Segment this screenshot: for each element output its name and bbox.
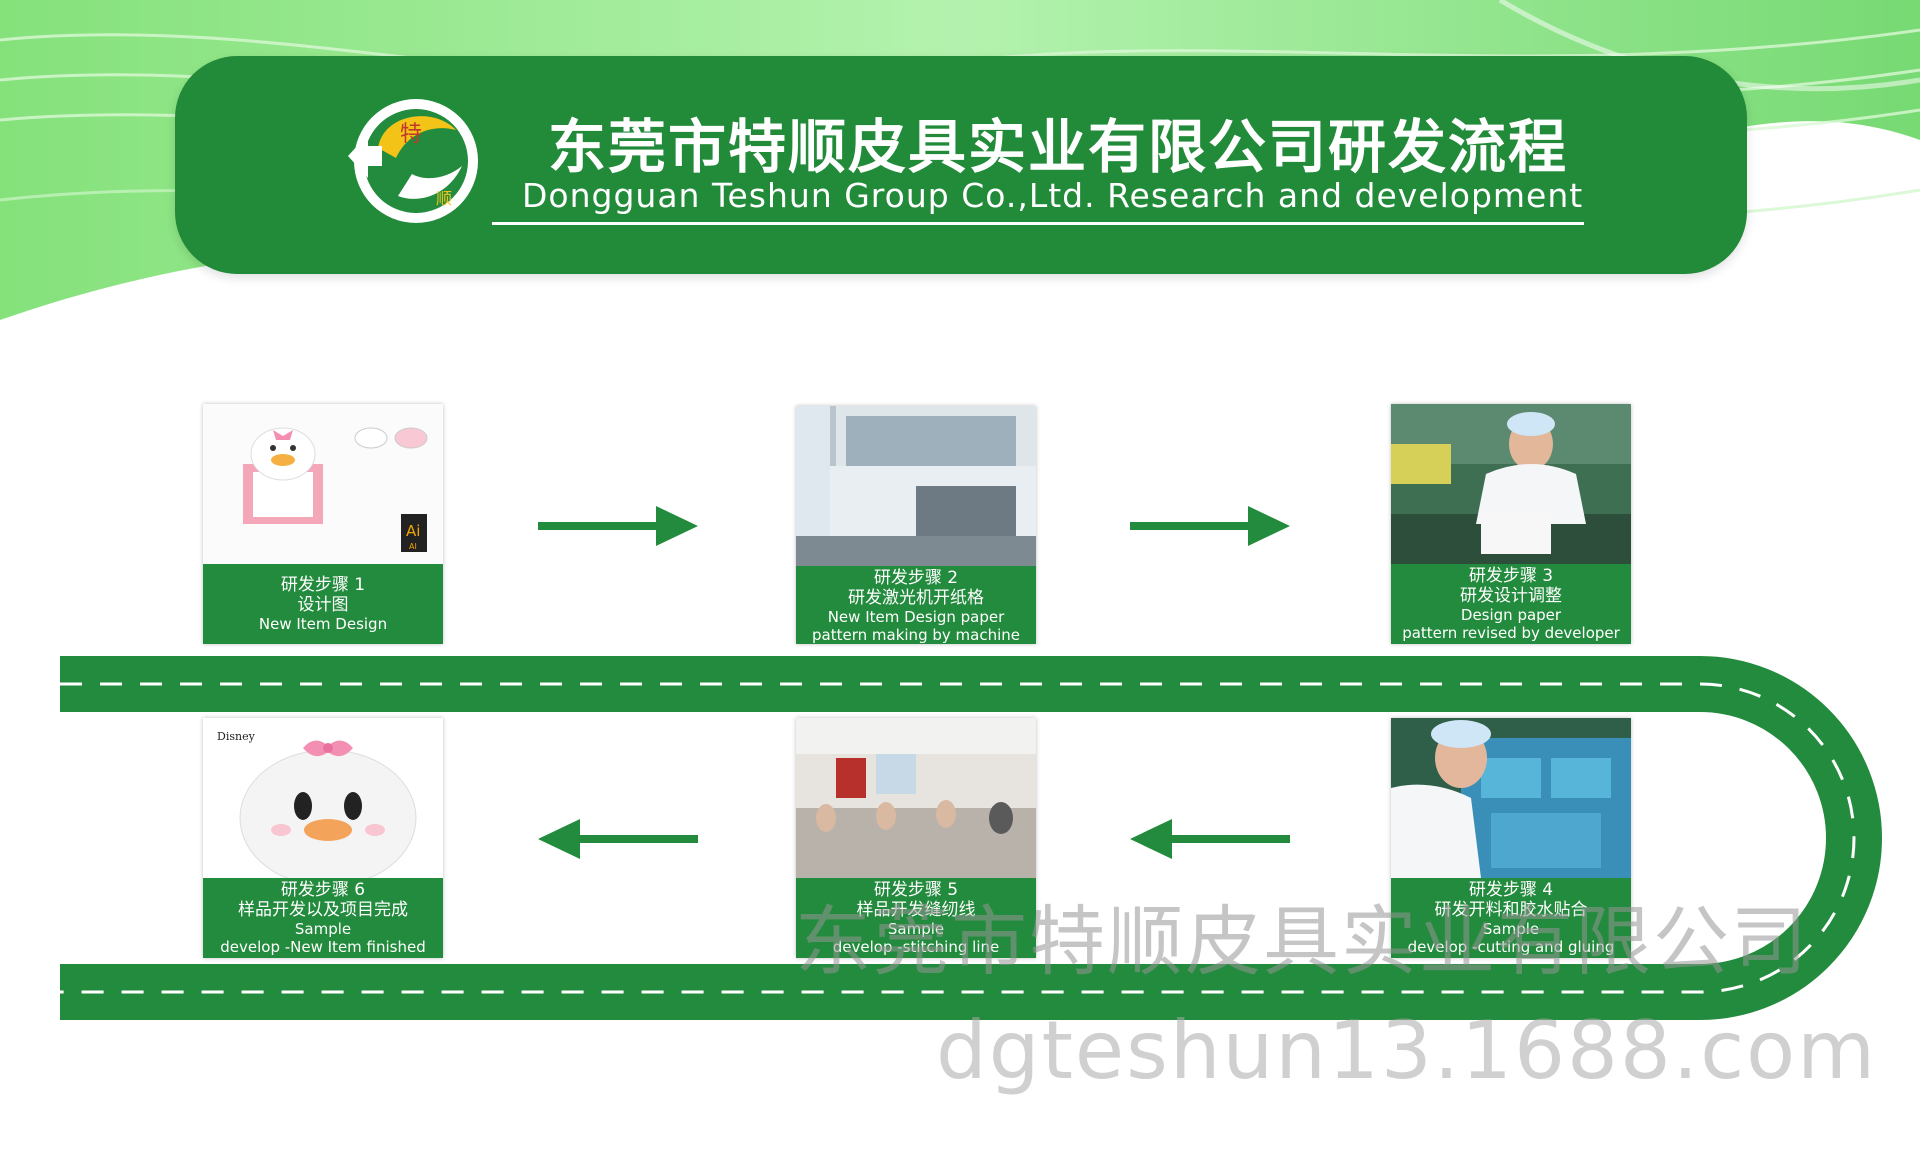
- logo-char-bottom: 顺: [436, 189, 452, 208]
- step-number: 研发步骤 5: [873, 880, 959, 900]
- cutting-gluing-photo: [1391, 718, 1631, 878]
- step-number: 研发步骤 3: [1468, 566, 1554, 586]
- finished-sample-photo: Disney: [203, 718, 443, 878]
- logo-char-top: 特: [400, 122, 422, 147]
- watermark-company: 东莞市特顺皮具实业有限公司: [795, 897, 1809, 986]
- page-title: 东莞市特顺皮具实业有限公司研发流程: [548, 113, 1569, 181]
- step-title-cn: 样品开发以及项目完成: [238, 900, 408, 920]
- step-title-cn: 研发激光机开纸格: [848, 588, 984, 608]
- step-caption: 研发步骤 5 样品开发缝纫线 Sample develop -stitching…: [796, 878, 1036, 958]
- step-title-en-2: develop -stitching line: [832, 938, 1000, 956]
- arrow-left-1: [1130, 819, 1290, 859]
- step-title-en: Sample: [294, 920, 352, 938]
- step-title-en: New Item Design paper: [827, 608, 1005, 626]
- company-logo: 特 顺: [348, 99, 478, 223]
- step-card-5: 研发步骤 5 样品开发缝纫线 Sample develop -stitching…: [796, 718, 1036, 958]
- arrow-left-2: [538, 819, 698, 859]
- disney-logo: Disney: [217, 730, 256, 743]
- step-number: 研发步骤 6: [280, 880, 366, 900]
- arrow-right-1: [538, 506, 698, 546]
- step-number: 研发步骤 1: [280, 575, 366, 595]
- step-number: 研发步骤 2: [873, 568, 959, 588]
- step-card-4: 研发步骤 4 研发开料和胶水贴合 Sample develop -cutting…: [1391, 718, 1631, 958]
- arrow-right-2: [1130, 506, 1290, 546]
- watermark-url: dgteshun13.1688.com: [936, 1004, 1878, 1097]
- ai-file-label: AI: [409, 542, 417, 551]
- step-title-cn: 样品开发缝纫线: [856, 900, 976, 920]
- step-caption: 研发步骤 3 研发设计调整 Design paper pattern revis…: [1391, 564, 1631, 644]
- developer-revising-photo: [1391, 404, 1631, 564]
- step-card-2: 研发步骤 2 研发激光机开纸格 New Item Design paper pa…: [796, 406, 1036, 644]
- step-card-1: Ai AI 研发步骤 1 设计图 New Item Design: [203, 404, 443, 644]
- step-title-en-2: develop -cutting and gluing: [1407, 938, 1615, 956]
- step-caption: 研发步骤 4 研发开料和胶水贴合 Sample develop -cutting…: [1391, 878, 1631, 958]
- step-title-cn: 设计图: [297, 595, 349, 615]
- ai-file-icon: Ai: [406, 522, 420, 540]
- step-title-en: Sample: [887, 920, 945, 938]
- step-title-cn: 研发设计调整: [1460, 586, 1562, 606]
- step-card-3: 研发步骤 3 研发设计调整 Design paper pattern revis…: [1391, 404, 1631, 644]
- step-title-en: New Item Design: [258, 615, 388, 633]
- step-title-en-2: pattern making by machine: [812, 626, 1020, 644]
- step-title-en-2: develop -New Item finished: [220, 938, 426, 956]
- step-title-cn: 研发开料和胶水贴合: [1434, 900, 1588, 920]
- design-drawing-image: Ai AI: [203, 404, 443, 564]
- step-caption: 研发步骤 1 设计图 New Item Design: [203, 564, 443, 644]
- step-title-en: Sample: [1482, 920, 1540, 938]
- step-caption: 研发步骤 6 样品开发以及项目完成 Sample develop -New It…: [203, 878, 443, 958]
- sewing-workshop-photo: [796, 718, 1036, 878]
- title-underline: [492, 222, 1584, 225]
- step-title-en: Design paper: [1460, 606, 1562, 624]
- step-card-6: Disney 研发步骤 6 样品开发以及项目完成 Sample develop …: [203, 718, 443, 958]
- step-number: 研发步骤 4: [1468, 880, 1554, 900]
- step-caption: 研发步骤 2 研发激光机开纸格 New Item Design paper pa…: [796, 566, 1036, 644]
- laser-machine-photo: [796, 406, 1036, 566]
- step-title-en-2: pattern revised by developer: [1402, 624, 1620, 642]
- page-subtitle: Dongguan Teshun Group Co.,Ltd. Research …: [522, 176, 1584, 215]
